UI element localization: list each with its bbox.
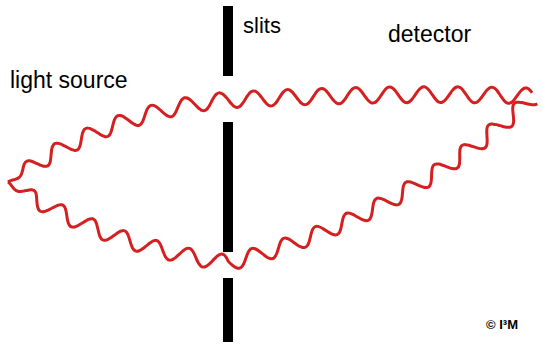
light-waves [8, 87, 537, 268]
detector-label: detector [388, 22, 471, 47]
slit-barrier [223, 6, 233, 342]
slit-label: slits [243, 14, 281, 38]
barrier-segment [223, 122, 233, 252]
copyright-watermark: © I³M [486, 318, 518, 332]
barrier-segment [223, 6, 233, 76]
barrier-segment [223, 278, 233, 342]
light-wave [8, 102, 537, 268]
source-label: light source [10, 68, 128, 93]
